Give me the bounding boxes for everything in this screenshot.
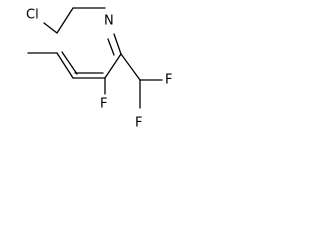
bond-c4-c5 — [56, 52, 74, 79]
cf2-fluorine-right-label: F — [165, 73, 172, 88]
chlorine-label: Cl — [26, 8, 39, 23]
cf2-fluorine-bottom-label: F — [135, 116, 142, 131]
bond-c5-cl — [43, 22, 58, 34]
bond-c4-c5-inner — [61, 51, 78, 75]
structure-diagram: Cl N F F F — [26, 7, 172, 131]
bond-c5-c6 — [56, 7, 74, 34]
ring-nitrogen-label: N — [104, 14, 114, 29]
bond-c2-c3 — [104, 53, 122, 79]
bond-n1-c2 — [113, 33, 122, 55]
bond-c2-cf2 — [120, 53, 141, 81]
bond-n1-c2-inner — [107, 38, 115, 56]
ring-fluorine-label: F — [100, 97, 107, 112]
